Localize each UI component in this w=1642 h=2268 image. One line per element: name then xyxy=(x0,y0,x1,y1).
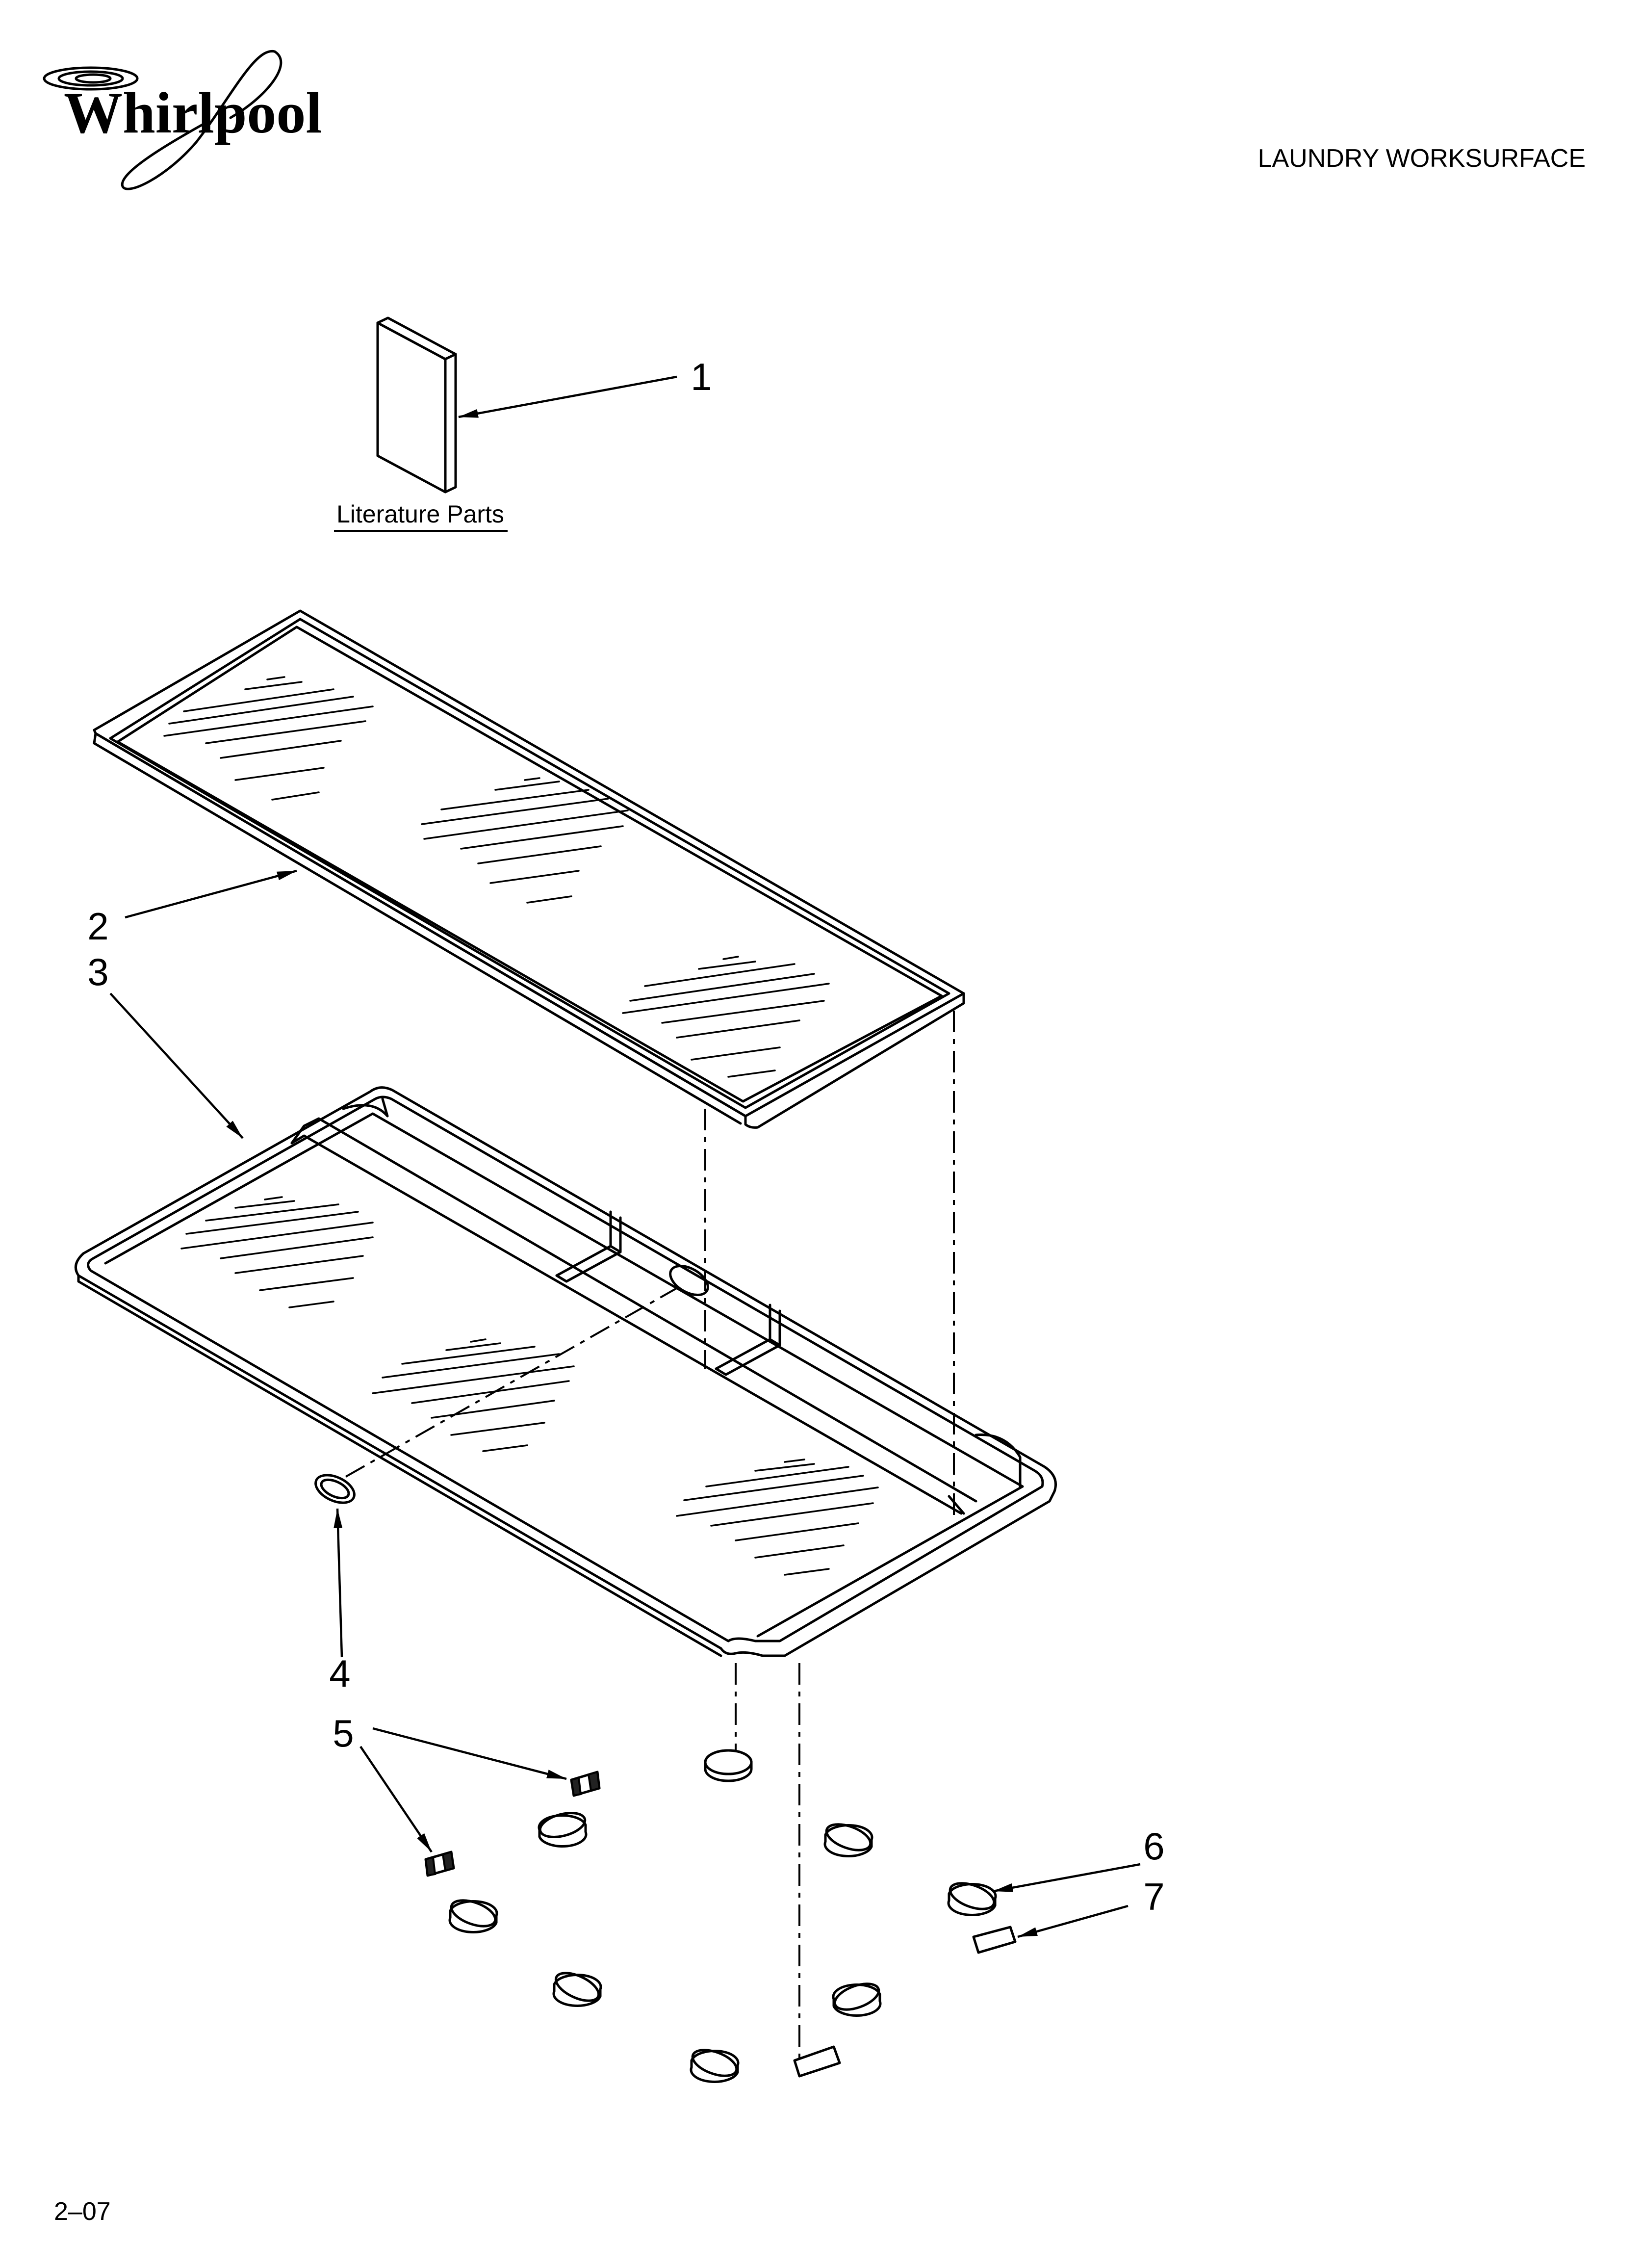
foot-8 xyxy=(690,2049,740,2084)
pad-2 xyxy=(793,2045,841,2078)
worksurface-tray xyxy=(74,1086,1057,1657)
callout-5: 5 xyxy=(333,1712,354,1755)
arrow-4 xyxy=(334,1508,343,1658)
arrow-3 xyxy=(109,992,244,1139)
swirl-icon xyxy=(43,50,282,190)
foot-5 xyxy=(947,1882,997,1917)
leader-arrows xyxy=(109,375,1141,1938)
foot-3 xyxy=(823,1823,873,1858)
callout-7: 7 xyxy=(1143,1875,1164,1918)
foot-7 xyxy=(832,1982,882,2017)
literature-parts-label: Literature Parts xyxy=(336,500,504,528)
literature-booklet xyxy=(376,316,457,494)
clip-1 xyxy=(570,1771,601,1797)
arrow-1 xyxy=(458,375,677,418)
foot-2 xyxy=(538,1812,588,1848)
callout-4: 4 xyxy=(329,1652,350,1695)
tray-glare-lines xyxy=(180,1196,879,1576)
arrow-2 xyxy=(125,869,297,919)
pads xyxy=(793,1926,1017,2078)
clips xyxy=(424,1771,601,1877)
clip-2 xyxy=(424,1851,455,1877)
callout-1: 1 xyxy=(691,355,712,398)
page-title: LAUNDRY WORKSURFACE xyxy=(1258,144,1586,173)
foot-1 xyxy=(704,1749,753,1782)
logo-text: Whirlpool xyxy=(64,80,322,145)
arrow-5b xyxy=(359,1746,433,1853)
arrow-5a xyxy=(372,1727,567,1780)
pad-1 xyxy=(972,1926,1017,1954)
rubber-feet xyxy=(448,1749,997,2084)
callout-2: 2 xyxy=(87,905,108,948)
callout-6: 6 xyxy=(1143,1825,1164,1868)
glare-lines xyxy=(163,676,830,1078)
foot-6 xyxy=(552,1972,602,2007)
whirlpool-logo: Whirlpool xyxy=(43,50,322,190)
callout-3: 3 xyxy=(87,950,108,993)
arrow-6 xyxy=(993,1863,1141,1893)
diagram-code: 2–07 xyxy=(54,2197,111,2226)
arrow-7 xyxy=(1017,1904,1129,1938)
alignment-lines xyxy=(345,1011,955,2070)
glass-panel xyxy=(93,609,965,1129)
foot-4 xyxy=(448,1899,498,1934)
hole-plug xyxy=(314,1474,356,1504)
